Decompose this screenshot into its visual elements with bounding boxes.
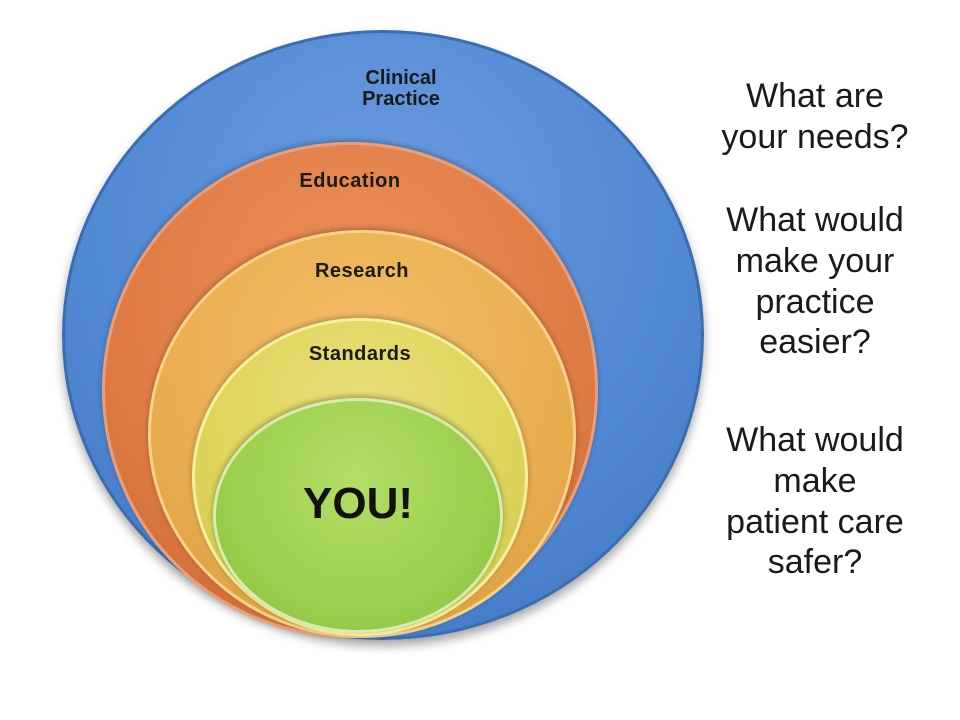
- question-practice-easier: What would make your practice easier?: [690, 200, 940, 363]
- q2-line4: easier?: [759, 323, 871, 362]
- q2-line1: What would: [726, 201, 904, 239]
- clinical-label-line1: Clinical: [365, 67, 437, 89]
- question-patient-care-safer: What would make patient care safer?: [690, 420, 940, 583]
- ring-label-you: YOU!: [303, 479, 413, 528]
- ring-you: YOU!: [213, 398, 503, 633]
- clinical-label-line2: Practice: [362, 88, 440, 110]
- q2-line3: practice: [755, 282, 875, 321]
- q3-line3: patient care: [726, 502, 904, 541]
- ring-label-standards: Standards: [308, 343, 412, 365]
- q3-line4: safer?: [767, 543, 863, 582]
- q1-line1: What are: [746, 77, 884, 115]
- question-needs: What are your needs?: [690, 76, 940, 158]
- q2-line2: make your: [735, 241, 895, 280]
- concentric-circles-diagram: Clinical Practice Education Research Sta…: [62, 30, 704, 640]
- ring-label-education: Education: [299, 170, 401, 192]
- q3-line1: What would: [726, 421, 904, 459]
- q3-line2: make: [773, 461, 857, 500]
- q1-line2: your needs?: [721, 117, 909, 156]
- ring-label-clinical-practice: Clinical Practice: [311, 68, 481, 110]
- ring-label-research: Research: [314, 260, 410, 282]
